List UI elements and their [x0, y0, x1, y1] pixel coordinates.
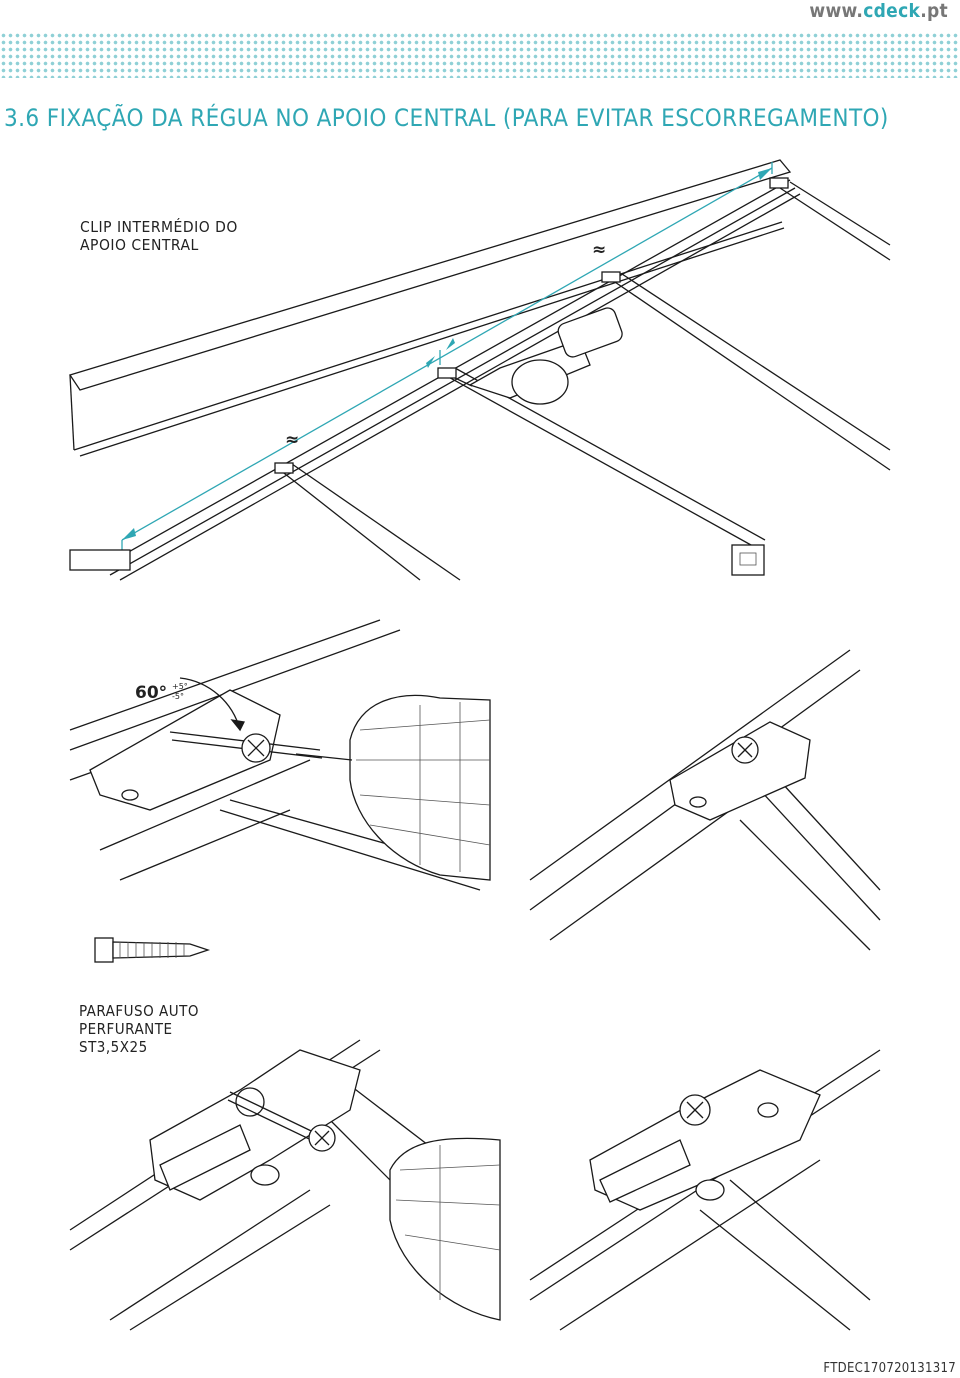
- dotted-header-band: [0, 32, 960, 78]
- url-suffix: .pt: [920, 0, 948, 22]
- screw-label-line3: ST3,5X25: [79, 1038, 148, 1056]
- angle-tolerance-minus: -5°: [172, 692, 184, 701]
- screw-label-line2: PERFURANTE: [79, 1020, 173, 1038]
- angled-drilling-illustration: 60° +5° -5°: [69, 619, 491, 963]
- angle-label: 60°: [135, 683, 167, 703]
- approx-symbol-left: ≈: [285, 430, 299, 450]
- screw-fixed-illustration: [529, 649, 881, 951]
- clip-label: CLIP INTERMÉDIO DO APOIO CENTRAL: [80, 218, 238, 254]
- clip-label-line2: APOIO CENTRAL: [80, 236, 199, 254]
- screw-label-line1: PARAFUSO AUTO: [79, 1002, 199, 1020]
- self-drilling-screw-icon: [94, 937, 211, 963]
- clip-closeup-drilling-illustration: [69, 1039, 501, 1331]
- approx-symbol-right: ≈: [592, 240, 606, 260]
- angle-tolerance-plus: +5°: [172, 682, 188, 691]
- website-url[interactable]: www.cdeck.pt: [809, 0, 948, 22]
- section-title: 3.6 FIXAÇÃO DA RÉGUA NO APOIO CENTRAL (P…: [4, 104, 889, 132]
- url-prefix: www.: [809, 0, 864, 22]
- document-code: FTDEC170720131317: [823, 1361, 956, 1376]
- clip-closeup-fixed-illustration: [529, 1049, 881, 1331]
- url-brand: cdeck: [863, 0, 921, 22]
- screw-label: PARAFUSO AUTO PERFURANTE ST3,5X25: [79, 1002, 199, 1056]
- drill-icon: [454, 307, 623, 405]
- clip-label-line1: CLIP INTERMÉDIO DO: [80, 218, 238, 236]
- deck-overview-illustration: ≈ ≈: [68, 159, 891, 581]
